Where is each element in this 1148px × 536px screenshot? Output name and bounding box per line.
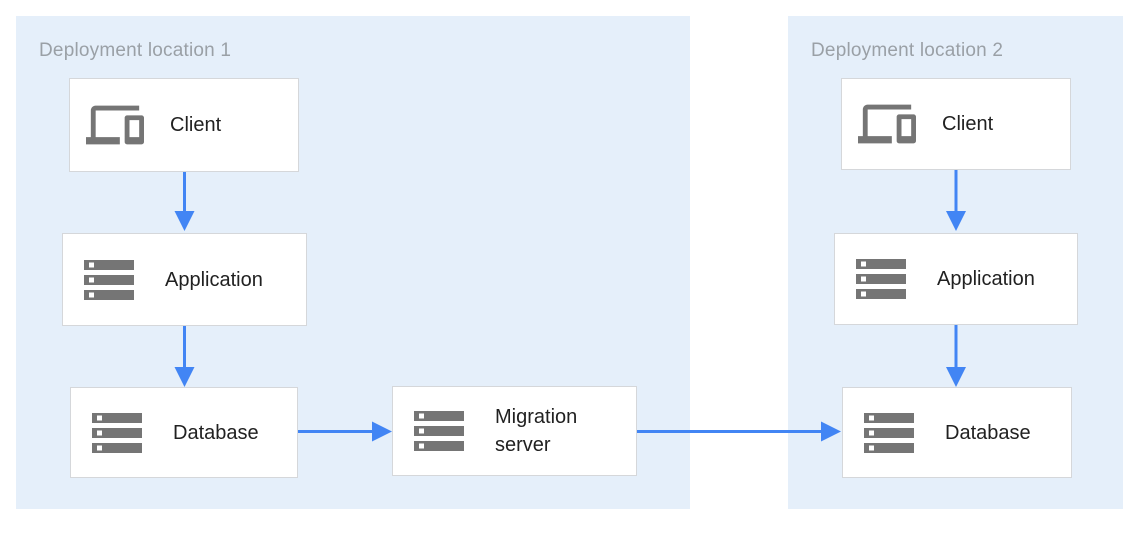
zone-1-label: Deployment location 1 — [39, 40, 232, 61]
node-label: Client — [942, 113, 994, 135]
node-database-1: Database — [70, 387, 298, 478]
node-label: Application — [937, 268, 1035, 290]
node-label: Client — [170, 114, 222, 136]
node-label: Application — [165, 268, 263, 291]
devices-icon — [86, 96, 144, 154]
storage-icon — [859, 403, 919, 463]
node-client-1: Client — [69, 78, 299, 172]
node-label: Database — [173, 421, 259, 444]
storage-icon — [79, 250, 139, 310]
storage-icon — [87, 403, 147, 463]
node-label: Migration server — [495, 406, 578, 456]
node-application-2: Application — [834, 233, 1078, 325]
zone-2-label: Deployment location 2 — [811, 40, 1004, 61]
node-client-2: Client — [841, 78, 1071, 170]
storage-icon — [409, 401, 469, 461]
storage-icon — [851, 249, 911, 309]
node-database-2: Database — [842, 387, 1072, 478]
devices-icon — [858, 95, 916, 153]
node-application-1: Application — [62, 233, 307, 326]
node-migration-server: Migration server — [392, 386, 637, 476]
node-label: Database — [945, 421, 1031, 444]
